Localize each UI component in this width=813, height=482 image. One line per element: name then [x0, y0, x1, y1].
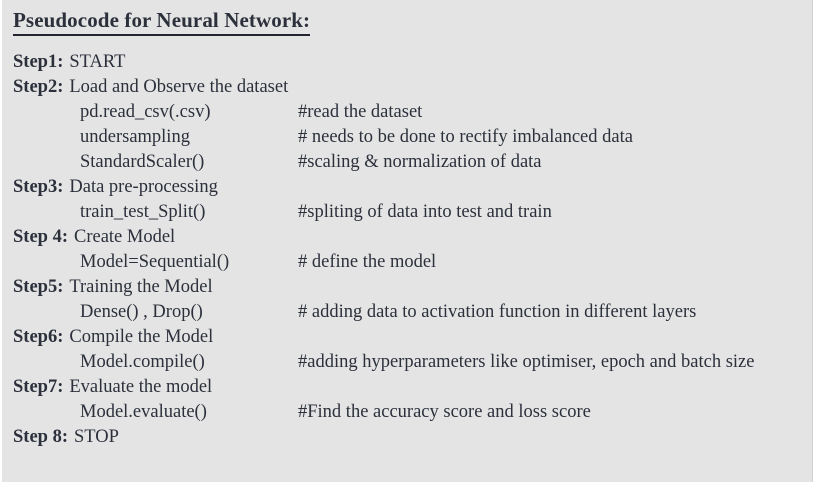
step-label: Step5:: [13, 277, 64, 298]
step-text: Compile the Model: [69, 327, 214, 348]
step-text: STOP: [74, 427, 119, 448]
step-line: Step5:Training the Model: [13, 275, 808, 300]
code-line: pd.read_csv(.csv) #read the dataset: [13, 100, 808, 125]
step-label: Step7:: [13, 377, 64, 398]
code-comment: # needs to be done to rectify imbalanced…: [298, 127, 633, 148]
step-text: Evaluate the model: [69, 377, 213, 398]
step-label: Step 4:: [13, 227, 68, 248]
code-token: undersampling: [80, 127, 190, 148]
code-line: Dense() , Drop() # adding data to activat…: [13, 300, 808, 325]
code-comment: # define the model: [298, 252, 437, 273]
code-line: StandardScaler() #scaling & normalization…: [13, 150, 808, 175]
step-label: Step6:: [13, 327, 64, 348]
step-line: Step7:Evaluate the model: [13, 375, 808, 400]
code-token: Model.evaluate(): [80, 402, 207, 423]
step-line: Step2:Load and Observe the dataset: [13, 75, 808, 100]
step-label: Step1:: [13, 52, 64, 73]
step-label: Step3:: [13, 177, 64, 198]
step-text: Load and Observe the dataset: [69, 77, 289, 98]
step-label: Step2:: [13, 77, 64, 98]
step-line: Step6:Compile the Model: [13, 325, 808, 350]
code-token: Model.compile(): [80, 352, 205, 373]
code-token: StandardScaler(): [80, 152, 205, 173]
pseudocode-content: Pseudocode for Neural Network: Step1:STA…: [13, 8, 808, 482]
code-comment: #spliting of data into test and train: [298, 202, 552, 223]
code-line: Model=Sequential() # define the model: [13, 250, 808, 275]
code-token: Dense() , Drop(): [80, 302, 203, 323]
code-comment: #scaling & normalization of data: [298, 152, 542, 173]
code-line: train_test_Split() #spliting of data into…: [13, 200, 808, 225]
step-line: Step 4: Create Model: [13, 225, 808, 250]
step-line: Step 8: STOP: [13, 425, 808, 450]
code-comment: #Find the accuracy score and loss score: [298, 402, 591, 423]
step-line: Step1:START: [13, 50, 808, 75]
code-token: Model=Sequential(): [80, 252, 230, 273]
step-line: Step3:Data pre-processing: [13, 175, 808, 200]
code-line: Model.compile() #adding hyperparameters l…: [13, 350, 808, 375]
step-text: START: [69, 52, 126, 73]
step-text: Training the Model: [69, 277, 213, 298]
code-comment: #read the dataset: [298, 102, 423, 123]
code-comment: #adding hyperparameters like optimiser, …: [298, 352, 755, 373]
code-comment: # adding data to activation function in …: [298, 302, 697, 323]
code-token: pd.read_csv(.csv): [80, 102, 211, 123]
step-text: Data pre-processing: [69, 177, 218, 198]
page-title: Pseudocode for Neural Network:: [13, 8, 311, 37]
code-line: undersampling # needs to be done to recti…: [13, 125, 808, 150]
code-line: Model.evaluate() #Find the accuracy score…: [13, 400, 808, 425]
step-label: Step 8:: [13, 427, 68, 448]
code-token: train_test_Split(): [80, 202, 206, 223]
step-text: Create Model: [74, 227, 176, 248]
